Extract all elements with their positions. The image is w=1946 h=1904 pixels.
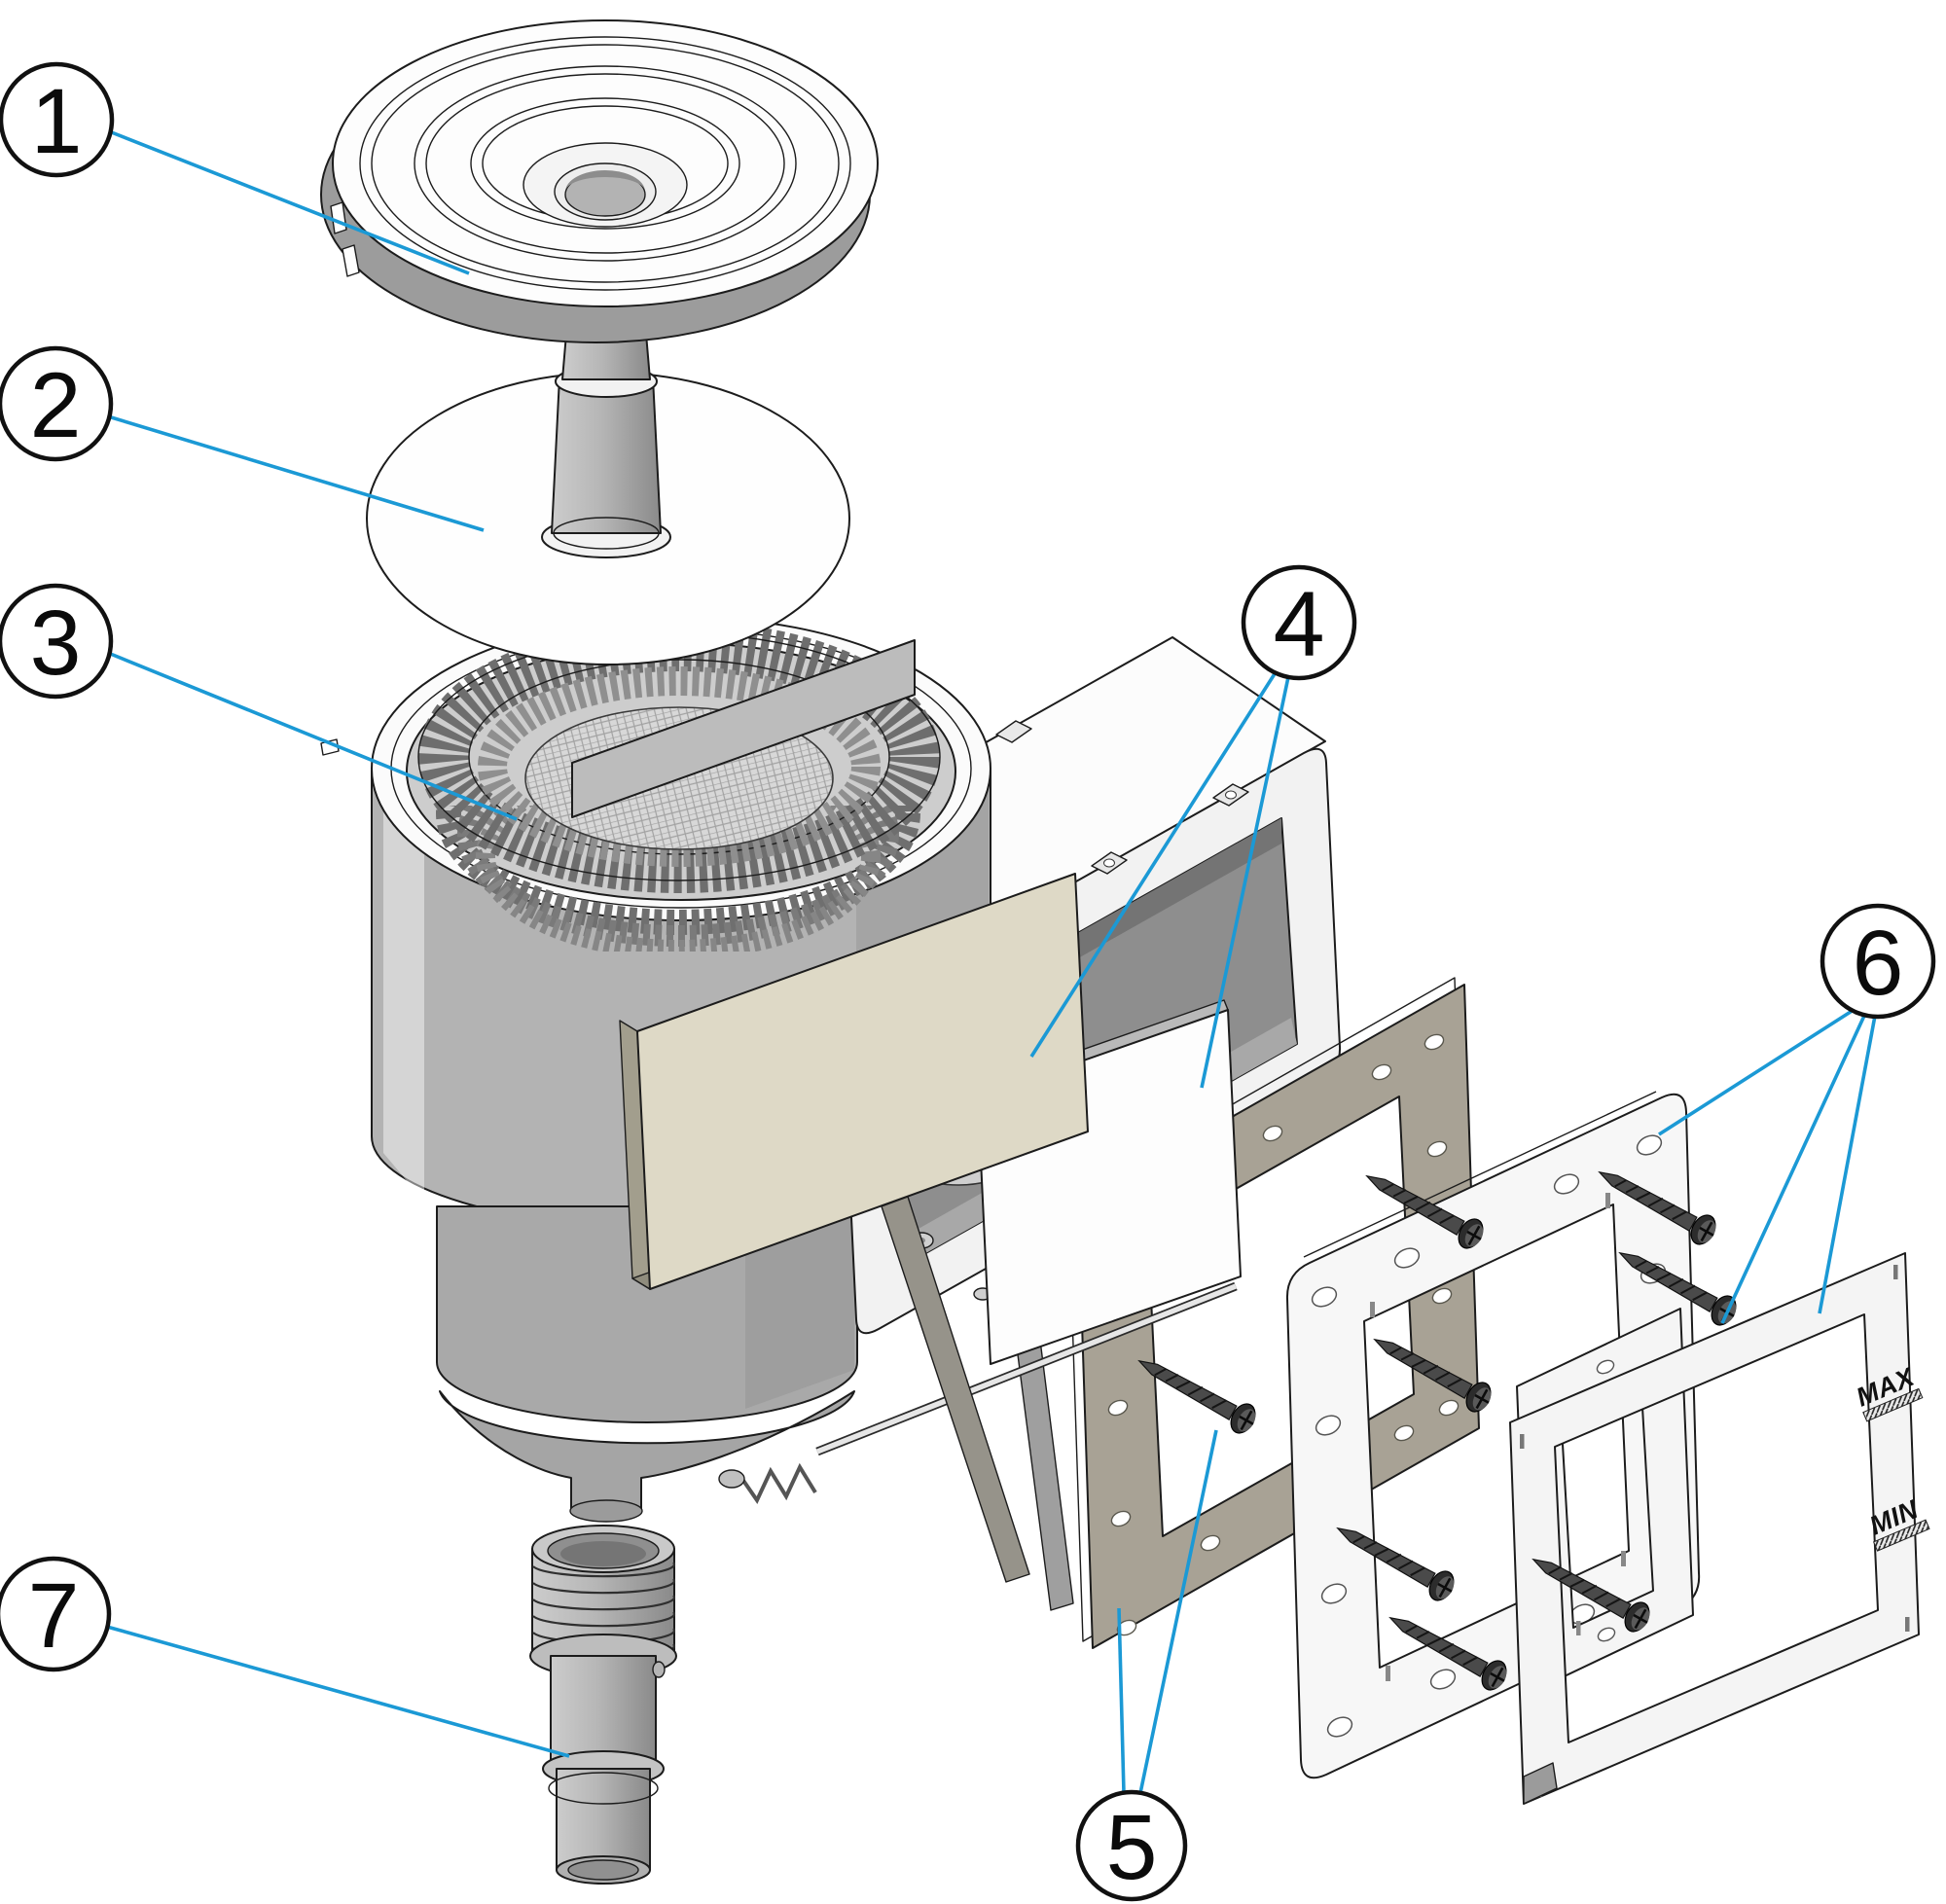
adapter-threads — [532, 1562, 676, 1660]
callout-1-number: 1 — [31, 70, 83, 173]
callout-1-circle — [0, 61, 115, 178]
callout-5-circle — [1075, 1789, 1188, 1902]
basket-divider — [571, 639, 916, 818]
body-highlight — [383, 778, 424, 1202]
weir-flap — [636, 873, 1089, 1290]
callouts: 1 2 3 4 5 6 — [0, 61, 1936, 1902]
callout-3-number: 3 — [30, 592, 82, 695]
callout-4-number: 4 — [1274, 573, 1325, 676]
callout-4-line — [1200, 676, 1290, 1089]
callout-4: 4 — [1029, 564, 1357, 1089]
callout-2-line — [107, 414, 485, 532]
min-hatch-bar — [1872, 1519, 1930, 1552]
callout-2-number: 2 — [30, 354, 82, 457]
callout-3-line — [107, 651, 518, 821]
max-hatch-bar — [1862, 1387, 1924, 1422]
callout-5: 5 — [1075, 1429, 1218, 1902]
body-lower-shade — [745, 1211, 854, 1409]
lid-notch — [330, 201, 347, 234]
basket-rim-inner — [468, 659, 890, 855]
callout-3: 3 — [0, 583, 518, 821]
faceplate-corner-notch — [1523, 1762, 1558, 1805]
callout-2-circle — [0, 345, 114, 462]
basket-inner-ring — [478, 666, 881, 867]
weir-assembly — [619, 873, 1242, 1611]
callout-2: 2 — [0, 345, 485, 532]
mounting-frame-slots — [1370, 1193, 1626, 1681]
callout-1-line — [108, 129, 470, 275]
callout-7: 7 — [0, 1556, 570, 1758]
callout-7-number: 7 — [28, 1564, 80, 1668]
callout-7-circle — [0, 1556, 112, 1672]
callout-6-line — [1658, 1008, 1855, 1136]
callout-6-number: 6 — [1853, 912, 1904, 1015]
callout-1: 1 — [0, 61, 470, 275]
faceplate-body — [1509, 1252, 1920, 1805]
hinge-rod — [815, 1283, 1238, 1455]
callout-6: 6 — [1658, 903, 1936, 1324]
callout-6-line — [1720, 1015, 1866, 1324]
body-bottom-dome — [439, 1390, 855, 1512]
callout-6-line — [1818, 1015, 1877, 1314]
lid-cover-part — [320, 19, 879, 343]
callout-6-circle — [1820, 903, 1936, 1020]
lid-notch — [342, 244, 360, 277]
weir-spring — [738, 1462, 817, 1505]
outlet-stub — [569, 1499, 643, 1523]
callout-5-line — [1138, 1429, 1218, 1794]
weir-spring-pin — [718, 1469, 745, 1489]
adapter-nub — [652, 1661, 666, 1678]
callout-4-circle — [1241, 564, 1357, 681]
callout-7-line — [106, 1625, 570, 1758]
callout-5-number: 5 — [1106, 1796, 1158, 1899]
callout-3-circle — [0, 583, 114, 700]
callout-4-line — [1029, 671, 1278, 1058]
faceplate: MAX MIN — [1509, 1252, 1930, 1805]
callout-5-line — [1117, 1607, 1126, 1794]
strainer-basket-part — [417, 621, 941, 952]
hose-adapter-part — [529, 1525, 677, 1885]
